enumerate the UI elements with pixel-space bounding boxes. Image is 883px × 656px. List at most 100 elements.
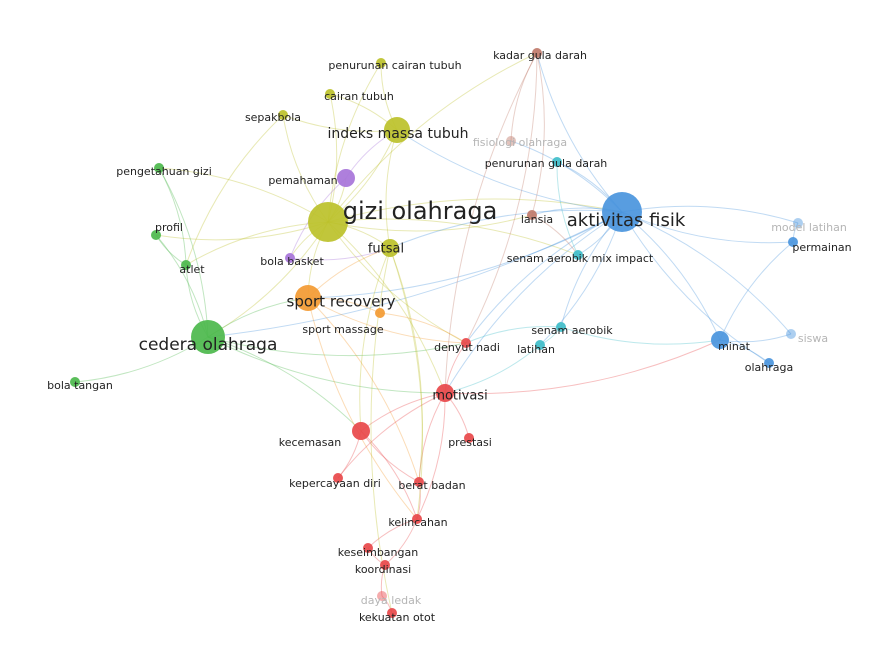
edge-aktivitas-fisik-model-latihan bbox=[621, 205, 799, 224]
edge-gizi-olahraga-penurunan-cairan-tubuh bbox=[327, 62, 382, 223]
edge-penurunan-gula-darah-senam-aerobik-mix-impact bbox=[556, 161, 579, 256]
node-label-kekuatan-otot[interactable]: kekuatan otot bbox=[359, 611, 436, 624]
node-pemahaman[interactable] bbox=[337, 169, 355, 187]
node-label-berat-badan[interactable]: berat badan bbox=[398, 479, 465, 492]
node-motivasi[interactable] bbox=[436, 384, 454, 402]
node-label-motivasi[interactable]: motivasi bbox=[432, 389, 487, 404]
node-label-sport-massage[interactable]: sport massage bbox=[302, 323, 383, 336]
node-keseimbangan[interactable] bbox=[363, 543, 373, 553]
node-label-keseimbangan[interactable]: keseimbangan bbox=[338, 546, 418, 559]
edge-atlet-profil bbox=[155, 234, 187, 266]
node-label-kecemasan[interactable]: kecemasan bbox=[279, 436, 341, 449]
node-label-atlet[interactable]: atlet bbox=[179, 263, 205, 276]
node-label-prestasi[interactable]: prestasi bbox=[448, 436, 492, 449]
node-senam-aerobik[interactable] bbox=[556, 322, 566, 332]
node-label-aktivitas-fisik[interactable]: aktivitas fisik bbox=[567, 210, 686, 231]
edge-aktivitas-fisik-motivasi bbox=[444, 211, 623, 394]
node-kelincahan[interactable] bbox=[412, 514, 422, 524]
node-berat-badan[interactable] bbox=[414, 477, 424, 487]
node-minat[interactable] bbox=[711, 331, 729, 349]
edge-kecemasan-kelincahan bbox=[360, 430, 418, 520]
edge-cedera-olahraga-motivasi bbox=[207, 336, 446, 394]
node-label-profil[interactable]: profil bbox=[155, 221, 183, 234]
edge-cedera-olahraga-pengetahuan-gizi bbox=[158, 167, 209, 338]
edge-kadar-gula-darah-lansia bbox=[531, 52, 545, 216]
node-siswa[interactable] bbox=[786, 329, 796, 339]
node-kadar-gula-darah[interactable] bbox=[532, 48, 542, 58]
node-lansia[interactable] bbox=[527, 210, 537, 220]
node-indeks-massa-tubuh[interactable] bbox=[384, 117, 410, 143]
node-label-indeks-massa-tubuh[interactable]: indeks massa tubuh bbox=[328, 126, 469, 142]
node-label-pengetahuan-gizi[interactable]: pengetahuan gizi bbox=[116, 165, 212, 178]
node-label-fisiologi-olahraga[interactable]: fisiologi olahraga bbox=[473, 136, 567, 149]
node-atlet[interactable] bbox=[181, 260, 191, 270]
node-label-bola-tangan[interactable]: bola tangan bbox=[47, 379, 113, 392]
edge-motivasi-kepercayaan-diri bbox=[337, 392, 446, 479]
node-label-cairan-tubuh[interactable]: cairan tubuh bbox=[324, 90, 394, 103]
node-label-penurunan-gula-darah[interactable]: penurunan gula darah bbox=[485, 157, 608, 170]
node-label-model-latihan[interactable]: model latihan bbox=[771, 221, 847, 234]
node-sepakbola[interactable] bbox=[278, 110, 288, 120]
node-label-kelincahan[interactable]: kelincahan bbox=[388, 516, 447, 529]
node-label-denyut-nadi[interactable]: denyut nadi bbox=[434, 341, 500, 354]
edge-aktivitas-fisik-olahraga bbox=[621, 211, 770, 364]
node-label-daya-ledak[interactable]: daya ledak bbox=[361, 594, 422, 607]
node-label-kadar-gula-darah[interactable]: kadar gula darah bbox=[493, 49, 587, 62]
node-label-olahraga[interactable]: olahraga bbox=[745, 361, 794, 374]
node-bola-tangan[interactable] bbox=[70, 377, 80, 387]
node-profil[interactable] bbox=[151, 230, 161, 240]
label-layer: kadar gula darah penurunan cairan tubuh ca… bbox=[47, 49, 852, 624]
node-label-sepakbola[interactable]: sepakbola bbox=[245, 111, 301, 124]
node-cairan-tubuh[interactable] bbox=[325, 89, 335, 99]
node-label-cedera-olahraga[interactable]: cedera olahraga bbox=[139, 335, 278, 355]
node-kecemasan[interactable] bbox=[352, 422, 370, 440]
node-penurunan-gula-darah[interactable] bbox=[552, 157, 562, 167]
edge-senam-aerobik-denyut-nadi bbox=[465, 326, 562, 344]
node-sport-recovery[interactable] bbox=[295, 285, 321, 311]
edge-cedera-olahraga-denyut-nadi bbox=[207, 336, 467, 357]
node-label-gizi-olahraga[interactable]: gizi olahraga bbox=[343, 197, 498, 225]
node-label-kepercayaan-diri[interactable]: kepercayaan diri bbox=[289, 477, 381, 490]
node-aktivitas-fisik[interactable] bbox=[602, 192, 642, 232]
node-label-sport-recovery[interactable]: sport recovery bbox=[287, 293, 396, 311]
node-daya-ledak[interactable] bbox=[377, 591, 387, 601]
node-label-permainan[interactable]: permainan bbox=[792, 241, 851, 254]
node-label-koordinasi[interactable]: koordinasi bbox=[355, 563, 411, 576]
node-label-siswa[interactable]: siswa bbox=[798, 332, 828, 345]
node-gizi-olahraga[interactable] bbox=[308, 202, 348, 242]
edge-permainan-minat bbox=[719, 241, 794, 341]
node-label-senam-aerobik[interactable]: senam aerobik bbox=[531, 324, 613, 337]
node-label-lansia[interactable]: lansia bbox=[521, 213, 553, 226]
node-model-latihan[interactable] bbox=[793, 218, 803, 228]
node-latihan[interactable] bbox=[535, 340, 545, 350]
node-kekuatan-otot[interactable] bbox=[387, 608, 397, 618]
node-permainan[interactable] bbox=[788, 237, 798, 247]
node-cedera-olahraga[interactable] bbox=[191, 320, 225, 354]
node-label-bola-basket[interactable]: bola basket bbox=[260, 255, 324, 268]
edge-sport-recovery-berat-badan bbox=[307, 297, 420, 483]
node-senam-aerobik-mix-impact[interactable] bbox=[573, 250, 583, 260]
node-prestasi[interactable] bbox=[464, 433, 474, 443]
edge-aktivitas-fisik-sport-recovery bbox=[307, 211, 623, 299]
node-futsal[interactable] bbox=[381, 239, 399, 257]
node-label-pemahaman[interactable]: pemahaman bbox=[268, 174, 337, 187]
node-label-latihan[interactable]: latihan bbox=[517, 343, 555, 356]
node-bola-basket[interactable] bbox=[285, 253, 295, 263]
node-kepercayaan-diri[interactable] bbox=[333, 473, 343, 483]
node-layer bbox=[70, 48, 803, 618]
node-koordinasi[interactable] bbox=[380, 560, 390, 570]
node-penurunan-cairan-tubuh[interactable] bbox=[376, 58, 386, 68]
edge-motivasi-minat bbox=[444, 339, 721, 395]
node-label-futsal[interactable]: futsal bbox=[368, 242, 404, 257]
edge-aktivitas-fisik-minat bbox=[621, 211, 721, 341]
edge-futsal-berat-badan bbox=[389, 247, 423, 483]
edge-aktivitas-fisik-permainan bbox=[621, 211, 794, 244]
node-label-senam-aerobik-mix-impact[interactable]: senam aerobik mix impact bbox=[507, 252, 654, 265]
node-olahraga[interactable] bbox=[764, 358, 774, 368]
node-fisiologi-olahraga[interactable] bbox=[506, 136, 516, 146]
node-pengetahuan-gizi[interactable] bbox=[154, 163, 164, 173]
node-sport-massage[interactable] bbox=[375, 308, 385, 318]
node-label-minat[interactable]: minat bbox=[718, 340, 750, 353]
node-label-penurunan-cairan-tubuh[interactable]: penurunan cairan tubuh bbox=[328, 59, 461, 72]
node-denyut-nadi[interactable] bbox=[461, 338, 471, 348]
